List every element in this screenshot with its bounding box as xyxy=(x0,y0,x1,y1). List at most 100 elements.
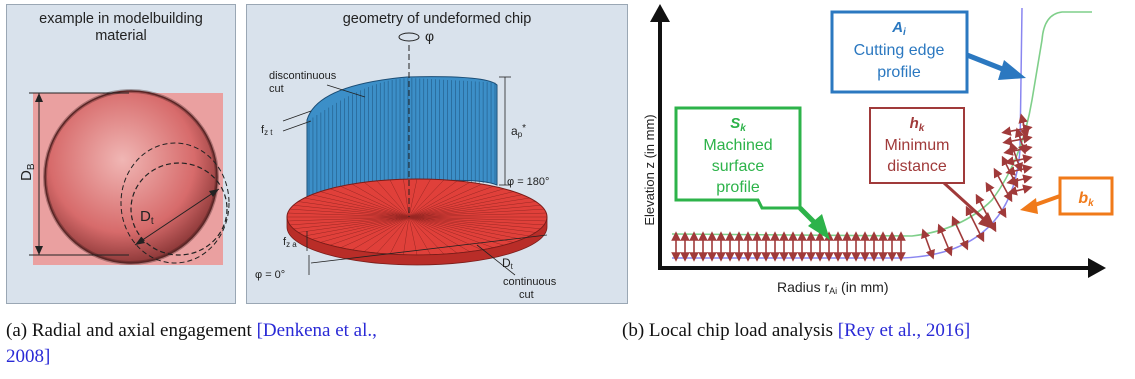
modelbuilding-photo: DB Dt xyxy=(18,89,230,265)
hk-line2: distance xyxy=(887,158,947,175)
disk-hatch-line xyxy=(293,216,410,229)
distance-arrow xyxy=(1018,113,1030,139)
fzt-label: fz t xyxy=(261,124,273,137)
bk-symbol: bk xyxy=(1078,190,1094,209)
distance-arrow xyxy=(1005,164,1033,176)
panel-modelbuilding-example: example in modelbuilding material DB xyxy=(6,4,236,304)
disk-hatch-line xyxy=(389,179,410,218)
y-axis-arrowhead xyxy=(650,4,670,22)
disk-hatch-line xyxy=(340,186,410,218)
fzt-line-2 xyxy=(282,120,312,132)
distance-arrow xyxy=(1002,134,1033,146)
distance-arrow xyxy=(1003,144,1033,156)
x-axis-arrowhead xyxy=(1088,258,1106,278)
sk-callout-arrowhead xyxy=(808,214,830,240)
chip-load-analysis-figure: Elevation z (in mm) Radius rAi (in mm) A… xyxy=(642,4,1114,296)
ap-label: ap* xyxy=(511,123,526,139)
hk-symbol: hk xyxy=(910,115,925,134)
disk-hatch-line xyxy=(304,197,410,218)
ai-symbol: Ai xyxy=(891,19,906,38)
disk-hatch-line xyxy=(329,188,410,218)
caption-a-citation-year[interactable]: 2008] xyxy=(6,346,51,367)
minimum-distance-arrows xyxy=(671,113,1033,262)
sk-line1: Machined xyxy=(703,137,772,154)
disk-hatch-line xyxy=(408,216,431,255)
tool-path-circle xyxy=(130,162,228,256)
disk-hatch-line xyxy=(389,216,410,255)
disk-hatch-line xyxy=(408,216,494,248)
wall-hatching xyxy=(308,78,496,241)
db-arrow-top xyxy=(35,93,43,102)
disk-hatch-line xyxy=(311,194,410,218)
disk-hatch-line xyxy=(298,216,410,233)
ai-line1: Cutting edge xyxy=(854,42,945,59)
disk-hatch-line xyxy=(408,216,547,222)
disk-hatch-line xyxy=(351,216,410,251)
disk-hatch-line xyxy=(408,216,470,252)
disk-hatch-line xyxy=(298,201,410,218)
discontinuous-label-1: discontinuous xyxy=(269,70,337,82)
disk-hatch-line xyxy=(408,216,458,254)
chip-geometry-drawing: φ discontinuous cut fz t ap* φ = 180° fz… xyxy=(255,28,557,301)
sk-line3: profile xyxy=(716,179,760,196)
dt-arrow-2 xyxy=(209,189,219,197)
panel-middle-title: geometry of undeformed chip xyxy=(342,11,532,27)
disk-hatch-line xyxy=(408,186,494,218)
disk-hatch-line xyxy=(376,216,410,254)
dt-label: Dt xyxy=(140,208,154,227)
disk-hatch-line xyxy=(408,178,418,218)
disk-hatch-line xyxy=(408,208,545,218)
caption-a-text: (a) Radial and axial engagement xyxy=(6,320,257,341)
dt-dimension-line xyxy=(134,188,220,246)
db-label: DB xyxy=(18,163,37,181)
continuous-leader xyxy=(476,244,516,276)
x-axis-label: Radius rAi (in mm) xyxy=(777,279,888,296)
distance-arrow xyxy=(1006,174,1033,186)
phi-label: φ xyxy=(425,28,434,44)
discontinuous-leader xyxy=(326,84,366,98)
disk-hatch-line xyxy=(287,216,410,222)
sk-symbol: Sk xyxy=(730,115,746,134)
phi-180-label: φ = 180° xyxy=(507,176,549,188)
disk-hatch-line xyxy=(289,208,410,218)
hk-line1: Minimum xyxy=(885,137,950,154)
disk-hatch-line xyxy=(408,188,505,218)
ai-callout-arrowhead xyxy=(998,60,1026,80)
disk-hatch-line xyxy=(311,216,410,240)
disk-hatch-line xyxy=(329,216,410,246)
discontinuous-label-2: cut xyxy=(269,83,284,95)
disk-hatch-line xyxy=(363,182,410,218)
phi-0-label: φ = 0° xyxy=(255,269,285,281)
disk-hatch-line xyxy=(408,180,458,218)
distance-arrow xyxy=(1004,154,1033,166)
disk-hatch-line xyxy=(351,183,410,218)
distance-arrow xyxy=(1001,124,1033,136)
distance-arrow xyxy=(1014,127,1028,155)
bk-callout-arrowhead xyxy=(1020,198,1038,214)
disk-hatch-line xyxy=(408,179,431,218)
caption-a: (a) Radial and axial engagement [Denkena… xyxy=(6,318,616,370)
disk-hatch-line xyxy=(289,216,410,226)
panel-left-title-line2: material xyxy=(95,28,147,44)
hk-callout-arrowhead xyxy=(978,212,996,230)
hk-callout-arrow xyxy=(942,181,989,224)
disk-hatch-line xyxy=(320,216,410,243)
disk-hatch-line xyxy=(408,216,523,240)
distance-arrow xyxy=(985,181,1007,219)
disk-hatch-line xyxy=(408,197,530,218)
disk-hatch-line xyxy=(408,194,523,218)
distance-arrow xyxy=(937,223,953,257)
disk-hatch-line xyxy=(293,205,410,218)
disk-hatch-line xyxy=(408,216,530,237)
cutting-edge-callout-box xyxy=(830,10,969,94)
y-axis-label: Elevation z (in mm) xyxy=(642,114,657,225)
caption-b-citation[interactable]: [Rey et al., 2016] xyxy=(837,320,971,341)
caption-a-citation[interactable]: [Denkena et al., xyxy=(256,320,377,341)
db-arrow-bottom xyxy=(35,246,43,255)
disk-hatch-line xyxy=(304,216,410,237)
disk-hatch-line xyxy=(340,216,410,248)
dt-arrow-1 xyxy=(135,237,145,245)
disk-hatch-line xyxy=(408,183,483,218)
disk-hatch-line xyxy=(408,201,536,218)
disk-hatch-line xyxy=(408,216,541,229)
